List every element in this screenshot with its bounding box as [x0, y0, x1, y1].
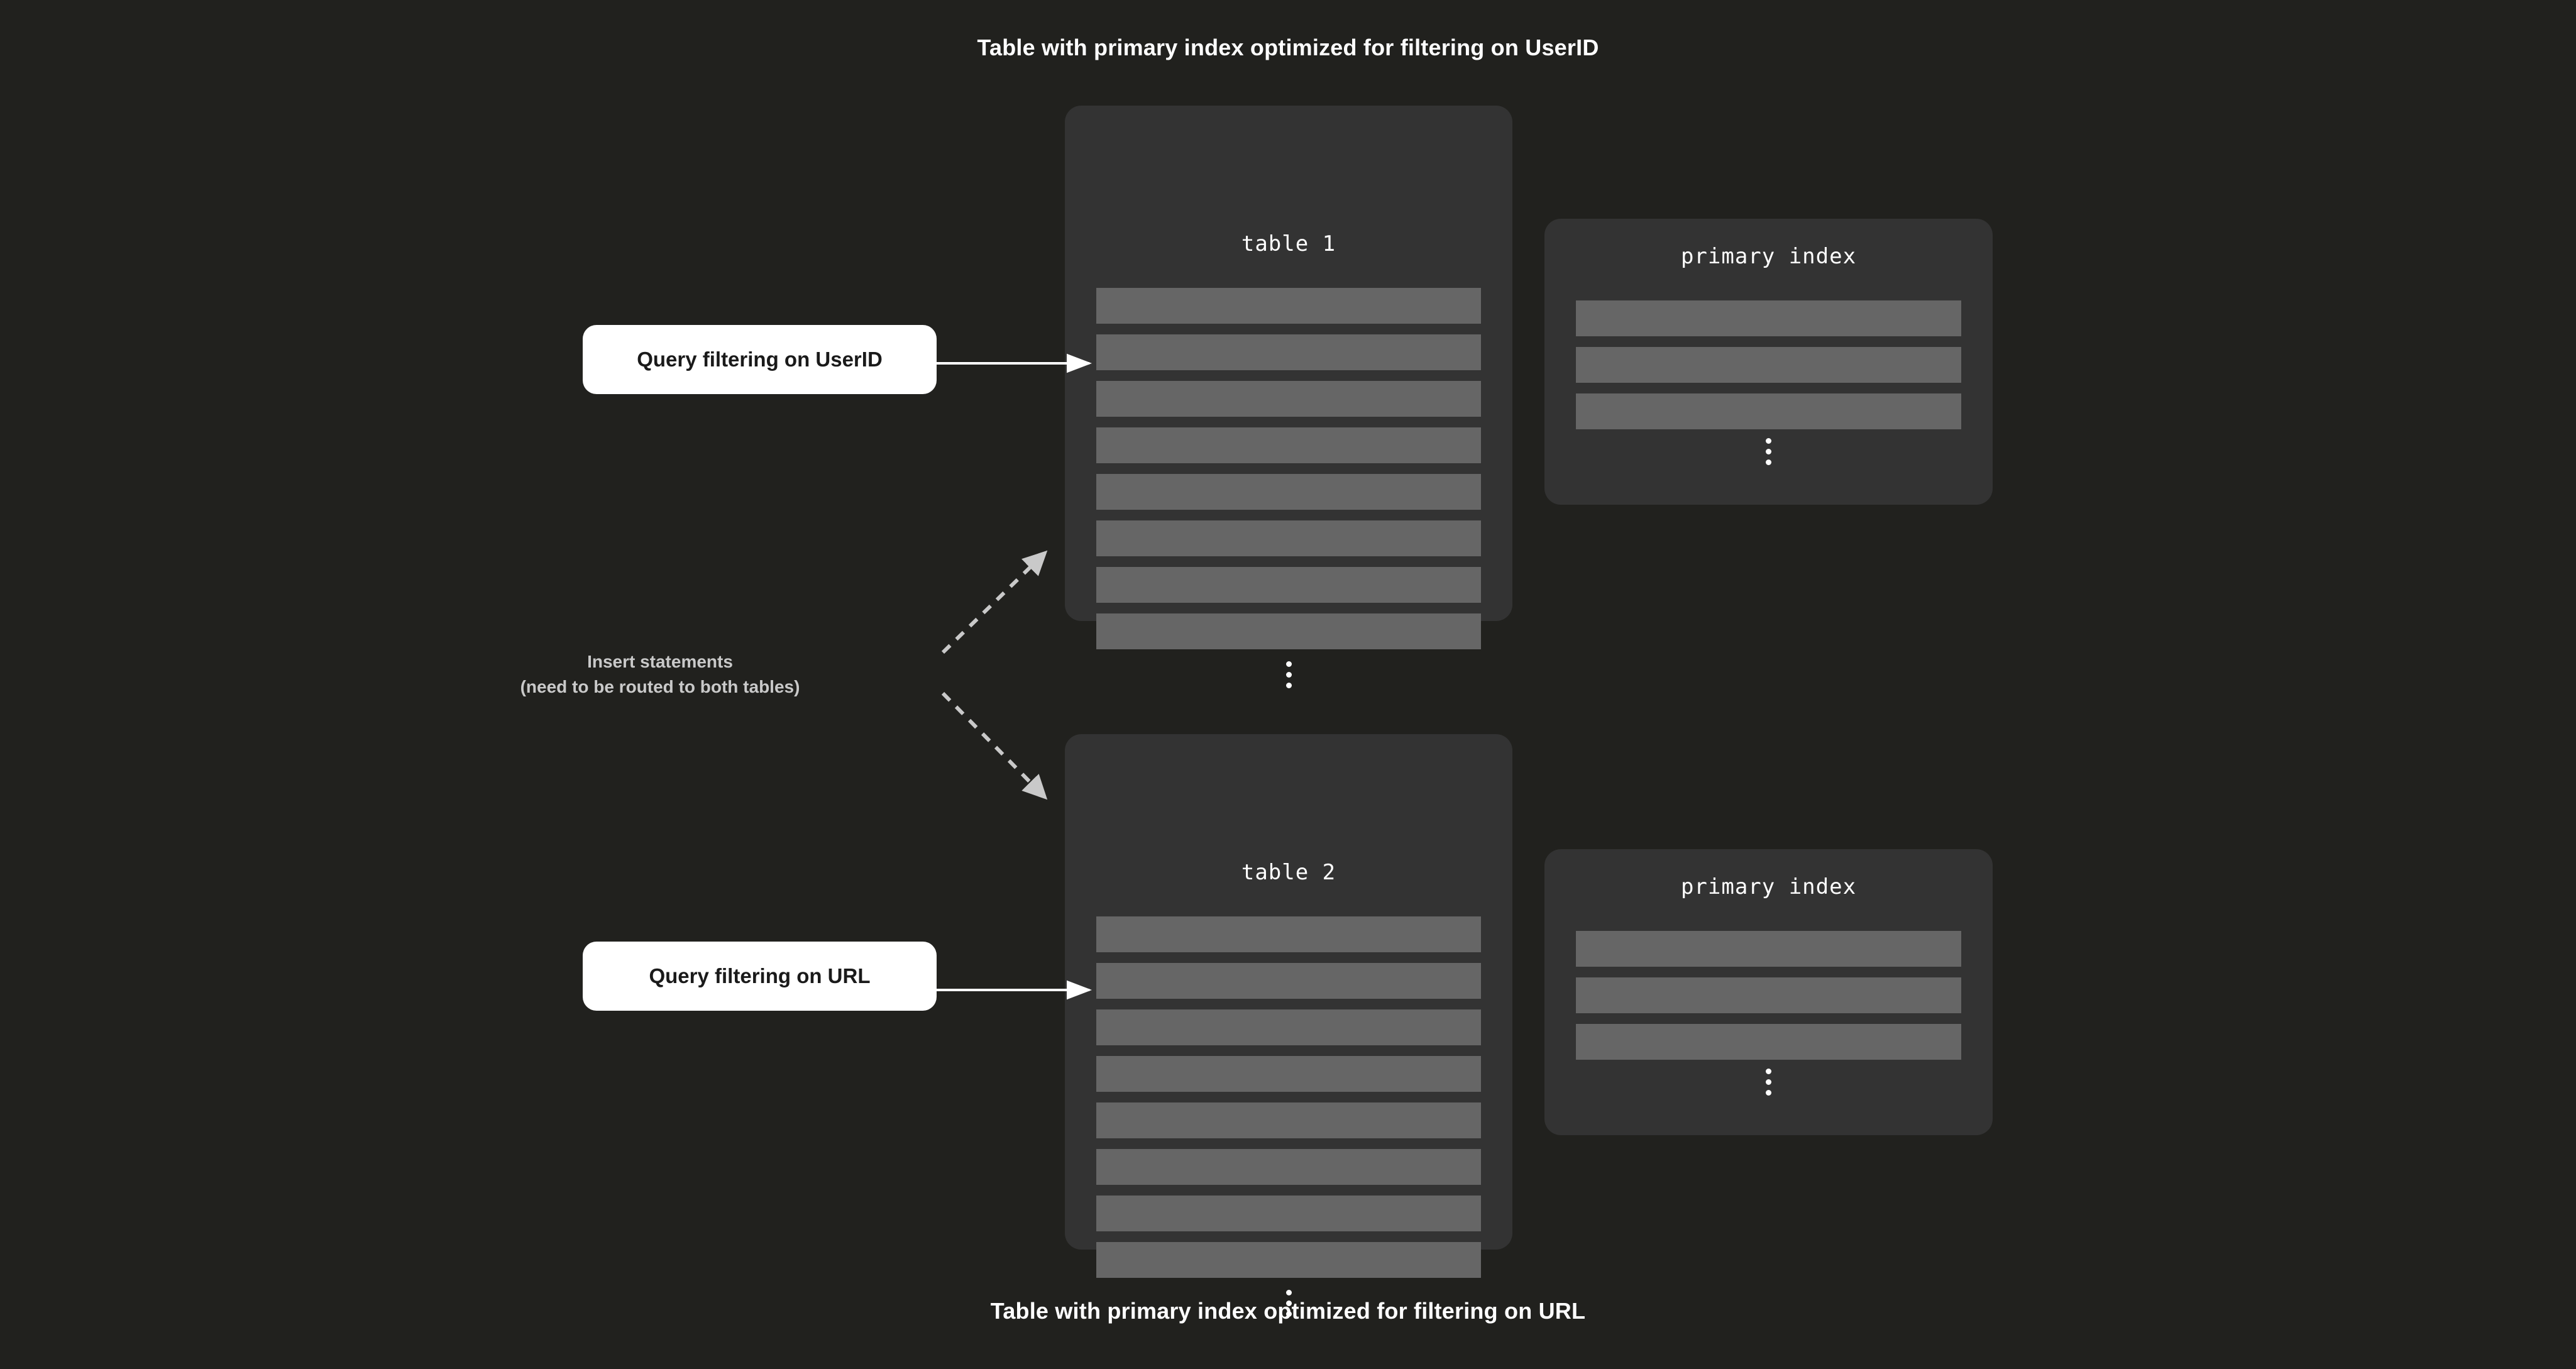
table-row	[1096, 613, 1481, 649]
table-row	[1096, 381, 1481, 417]
table-1-panel: table 1	[1065, 106, 1512, 688]
table-row	[1096, 1056, 1481, 1092]
table-row	[1096, 288, 1481, 324]
table-row	[1096, 1009, 1481, 1045]
arrow-insert-to-table1	[941, 550, 1048, 654]
primary-index-rows-bottom	[1576, 931, 1961, 1060]
table-row	[1096, 916, 1481, 952]
vertical-ellipsis-icon	[1544, 438, 1993, 465]
vertical-ellipsis-icon	[1065, 1290, 1512, 1317]
index-row	[1576, 300, 1961, 336]
arrow-insert-to-table2	[941, 691, 1048, 800]
primary-index-panel-bottom: primary index	[1544, 849, 1993, 1135]
primary-index-title-bottom: primary index	[1680, 874, 1857, 899]
primary-index-panel-top: primary index	[1544, 219, 1993, 505]
table-row	[1096, 1242, 1481, 1278]
insert-statements-label: Insert statements (need to be routed to …	[503, 649, 817, 700]
primary-index-title-top: primary index	[1680, 244, 1857, 269]
table-row	[1096, 474, 1481, 510]
table-1-title: table 1	[1241, 231, 1336, 256]
query-filtering-on-url-box: Query filtering on URL	[583, 942, 937, 1011]
index-row	[1576, 931, 1961, 967]
vertical-ellipsis-icon	[1065, 661, 1512, 688]
table-1-rows	[1096, 288, 1481, 649]
index-row	[1576, 393, 1961, 429]
query-filtering-on-userid-box: Query filtering on UserID	[583, 325, 937, 394]
table-row	[1096, 520, 1481, 556]
table-row	[1096, 1102, 1481, 1138]
table-row	[1096, 1196, 1481, 1231]
index-row	[1576, 1024, 1961, 1060]
table-row	[1096, 427, 1481, 463]
bottom-caption: Table with primary index optimized for f…	[990, 1298, 1586, 1324]
table-row	[1096, 1149, 1481, 1185]
insert-statements-line-1: Insert statements	[587, 652, 733, 671]
table-2-title: table 2	[1241, 860, 1336, 885]
table-2-panel: table 2	[1065, 734, 1512, 1317]
table-row	[1096, 334, 1481, 370]
insert-statements-line-2: (need to be routed to both tables)	[520, 676, 800, 696]
index-row	[1576, 347, 1961, 383]
table-2-rows	[1096, 916, 1481, 1278]
vertical-ellipsis-icon	[1544, 1069, 1993, 1096]
top-caption: Table with primary index optimized for f…	[977, 35, 1599, 60]
primary-index-rows-top	[1576, 300, 1961, 429]
table-row	[1096, 963, 1481, 999]
table-row	[1096, 567, 1481, 603]
index-row	[1576, 977, 1961, 1013]
